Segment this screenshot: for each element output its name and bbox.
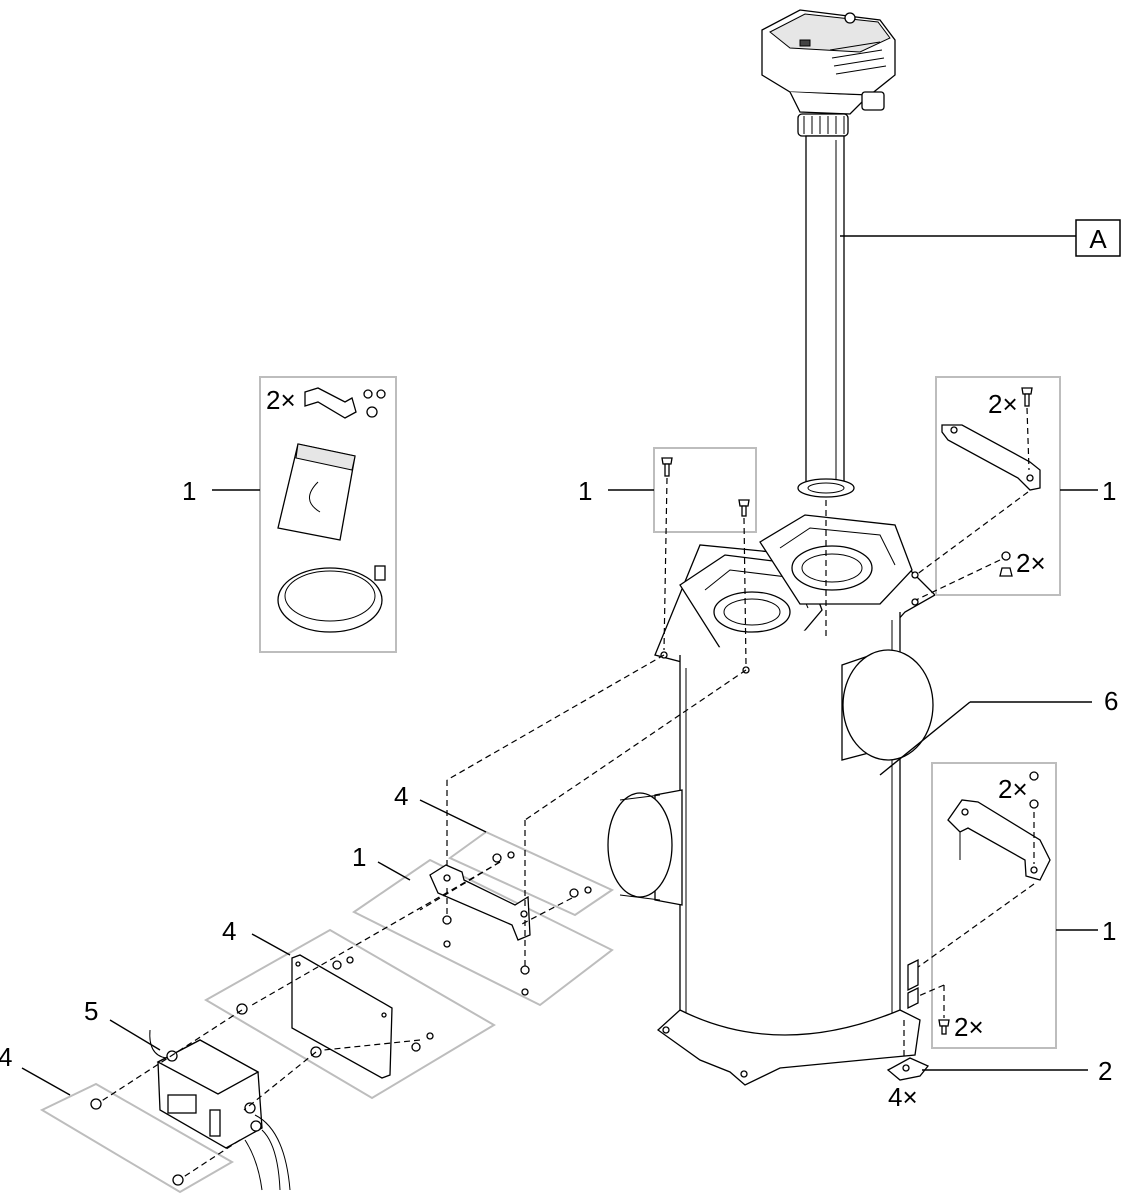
- filter-housing: [607, 514, 937, 1086]
- callout-a: A: [840, 219, 1121, 257]
- label-1-bracket-bottom: 1: [1102, 916, 1116, 946]
- qty-label: 2×: [1016, 548, 1046, 578]
- label-1-kit: 1: [182, 476, 196, 506]
- label-4-upper: 4: [394, 781, 408, 811]
- label-1-screws: 1: [578, 476, 592, 506]
- foot-part: 2 4×: [886, 1020, 1112, 1112]
- uv-lamp-unit: [761, 9, 896, 498]
- mount-tab: [907, 958, 919, 992]
- label-4-lower: 4: [0, 1042, 12, 1072]
- qty-label: 2×: [988, 389, 1018, 419]
- label-4-middle: 4: [222, 916, 236, 946]
- qty-label: 4×: [888, 1082, 918, 1112]
- qty-label: 2×: [998, 774, 1028, 804]
- label-5: 5: [84, 996, 98, 1026]
- qty-label: 2×: [954, 1012, 984, 1042]
- label-1-bracket-top: 1: [1102, 476, 1116, 506]
- screw-box-top-center: 1: [578, 447, 757, 666]
- bracket-box-lower-right: 2× 2× 1: [913, 762, 1116, 1049]
- qty-label: 2×: [266, 385, 296, 415]
- callout-6: 6: [879, 686, 1118, 776]
- kit-box-top-left: 2× 1: [182, 376, 397, 653]
- bracket-box-top-right: 2× 2× 1: [915, 376, 1116, 601]
- label-6: 6: [1104, 686, 1118, 716]
- mount-tab: [907, 986, 919, 1010]
- label-a: A: [1089, 224, 1107, 254]
- mount-group-lower: 5 4: [0, 996, 317, 1194]
- label-2: 2: [1098, 1056, 1112, 1086]
- label-1-plate: 1: [352, 842, 366, 872]
